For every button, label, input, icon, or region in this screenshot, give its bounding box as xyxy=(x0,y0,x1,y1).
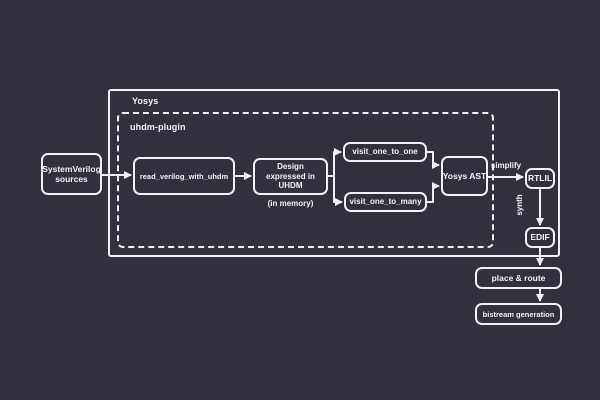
in-memory-note: (in memory) xyxy=(267,199,314,208)
node-systemverilog-sources: SystemVerilog sources xyxy=(41,153,102,195)
node-place-and-route: place & route xyxy=(475,267,562,289)
yosys-container-box: Yosys xyxy=(108,89,560,257)
synth-edge-label: synth xyxy=(515,194,524,216)
node-bistream-generation: bistream generation xyxy=(475,303,562,325)
node-rtlil: RTLIL xyxy=(525,168,555,189)
simplify-edge-label: simplify xyxy=(490,161,522,170)
yosys-container-label: Yosys xyxy=(132,96,159,106)
node-yosys-ast: Yosys AST xyxy=(441,156,488,196)
node-read-verilog-with-uhdm: read_verilog_with_uhdm xyxy=(133,157,235,195)
node-edif: EDIF xyxy=(525,227,555,248)
node-visit-one-to-one: visit_one_to_one xyxy=(343,142,427,162)
uhdm-plugin-container-label: uhdm-plugin xyxy=(130,122,186,132)
node-visit-one-to-many: visit_one_to_many xyxy=(344,192,427,212)
uhdm-plugin-container-box: uhdm-plugin xyxy=(117,112,494,248)
node-design-expressed-in-uhdm: Design expressed in UHDM xyxy=(253,158,328,195)
